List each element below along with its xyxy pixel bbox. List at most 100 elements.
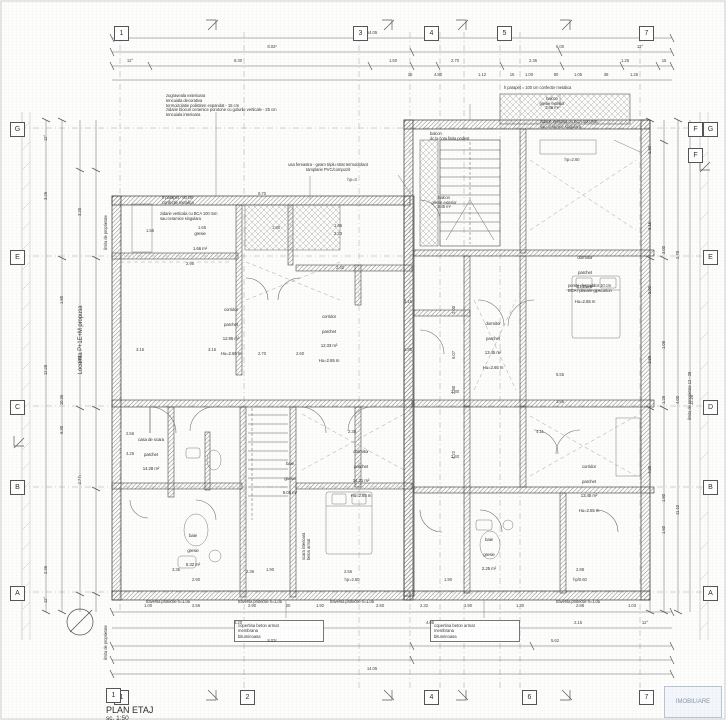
dimension-left-col2-2: 6.30	[59, 426, 64, 434]
room-height: Hu=2.65 m	[482, 365, 504, 371]
dimension-bottom-row1-2: 2.90	[248, 603, 256, 608]
dimension-top-row4-6: 1.05	[574, 72, 582, 77]
dimension-right-col2-0: 3.00	[661, 246, 666, 254]
interior-dimension-4: 2.23	[334, 231, 342, 236]
dimension-bottom-row3-0: 8.02²	[267, 638, 277, 643]
interior-dimension-16: 4.25	[126, 451, 134, 456]
grid-label-right-e: E	[703, 250, 718, 265]
room-label-corridor-mid: corridor parchet 12.33 m² Hu=2.65 m	[296, 305, 362, 374]
boundary-label-left: limita de proprietate	[103, 215, 108, 250]
grid-label-top-3: 3	[353, 26, 368, 41]
interior-dimension-21: 1.90	[266, 567, 274, 572]
dimension-top-row3-5: 1.25	[621, 58, 629, 63]
room-label-dormitor-b: dormitor parchet 14.21 m² Hu=2.65 m	[328, 440, 394, 509]
dimension-left-col3-2: 2.7 h	[77, 475, 82, 485]
room-finish: parchet	[578, 269, 592, 275]
interior-dimension-13: 2.38	[348, 429, 356, 434]
grid-label-bottom-4: 4	[424, 690, 439, 705]
dimension-bottom-row1-5: 2.50	[376, 603, 384, 608]
room-area: 2.25 m²	[481, 566, 497, 572]
boundary-label-left2: limita de proprietate	[103, 625, 108, 660]
note-wall-vertical-right: zidarie verticala cu BCA 100 mm sau cera…	[540, 119, 598, 129]
interior-dimension-18: 2.36	[246, 569, 254, 574]
grid-label-bottom-7: 7	[639, 690, 654, 705]
dimension-top-row4-4: 1.00	[525, 72, 533, 77]
dimension-bottom-row1-10: 1.03	[628, 603, 636, 608]
grid-label-top-4: 4	[424, 26, 439, 41]
dimension-top-row2-1: 5.00	[556, 44, 564, 49]
room-finish: parchet	[322, 328, 336, 334]
dimension-right-col3-0: 2.70	[675, 251, 680, 259]
interior-dimension-24: 1.90	[444, 577, 452, 582]
dimension-bottom-row1-9: 2.88	[576, 603, 584, 608]
watermark: IMOBILIARE	[664, 686, 722, 718]
grid-label-right-b: B	[703, 480, 718, 495]
room-area: 5.32 m²	[185, 562, 201, 568]
section-cut-arrows	[13, 19, 711, 701]
interior-dimension-8: 3.15	[136, 347, 144, 352]
grid-label-right-a: A	[703, 586, 718, 601]
dimension-left-col3-1: 3.80	[77, 356, 82, 364]
grid-label-right-f: F	[688, 122, 703, 137]
grid-label-top-7: 7	[639, 26, 654, 41]
drawing-number: 1	[106, 688, 121, 703]
interior-dimension-26: hp/0.60	[573, 577, 587, 582]
room-finish: gresie	[194, 230, 206, 236]
dimension-mid-col-1: 2.00	[451, 306, 456, 314]
dimension-top-row3-2: 1.50	[389, 58, 397, 63]
dimension-bottom-row2-0: 3.20	[234, 620, 242, 625]
dimension-bottom-row2-3: 12°	[641, 620, 649, 625]
dimension-top-row1-0: 14.05	[366, 30, 378, 35]
dimension-bottom-row1-0: 1.00	[144, 603, 152, 608]
room-height: Hu=2.65 m	[574, 299, 596, 305]
room-name: casa de scara	[137, 436, 165, 442]
dimension-right-col2-4: 1.60	[661, 526, 666, 534]
note-parapet-left: h parapet - 90 cm confectie metalica	[162, 195, 194, 205]
interior-dimension-7: 2.40	[336, 265, 344, 270]
interior-dimension-5: 9.70	[258, 191, 266, 196]
dimension-top-row4-5: 80	[553, 72, 559, 77]
note-beam-mid: traversa protectie h=1.05	[238, 599, 282, 604]
grid-label-top-1: 1	[114, 26, 129, 41]
room-height: Hu=2.65 m	[578, 508, 600, 514]
dimension-top-row4-2: 1.12	[478, 72, 486, 77]
drawing-scale: sc. 1:50	[106, 715, 129, 722]
grid-label-left-c: C	[10, 400, 25, 415]
grid-label-left-b: B	[10, 480, 25, 495]
note-parapet: h parapet = 100 cm confectie metalica	[504, 85, 572, 90]
dimension-top-row4-8: 1.25	[630, 72, 638, 77]
interior-dimension-15: 3.55	[556, 399, 564, 404]
room-finish: parchet	[486, 335, 500, 341]
note-canopy-right: copertina beton armat membrana bituminoa…	[430, 620, 520, 642]
dimension-top-row2-2: 12°	[636, 44, 644, 49]
dimension-top-row3-0: 12°	[126, 58, 134, 63]
note-balcony-podest: balcon gresie exterior 3.45 m²	[431, 195, 457, 210]
room-height: Hu=2.65 m	[350, 493, 372, 499]
room-finish: parchet	[354, 463, 368, 469]
room-label-baie-right: baie gresie 2.25 m²	[464, 528, 514, 582]
room-area: 13.45 m²	[580, 493, 598, 499]
room-area: 14.21 m²	[352, 478, 370, 484]
note-beam-right: traversa protectie h=1.05	[556, 599, 600, 604]
dimension-bottom-row1-8: 1.30	[516, 603, 524, 608]
room-finish: gresie	[284, 475, 296, 481]
grid-label-right-d: D	[703, 400, 718, 415]
dimension-right-col1-0: 1.30	[647, 146, 652, 154]
dimension-bottom-row1-7: 1.90	[464, 603, 472, 608]
interior-dimension-9: 3.15	[208, 347, 216, 352]
interior-dimension-2: 1.80	[272, 225, 280, 230]
room-finish: parchet	[224, 321, 238, 327]
interior-dimension-1: 1.65	[198, 225, 206, 230]
note-wall-buildup: zugraveala exterioara tencuiala decorati…	[166, 93, 277, 118]
interior-dimension-23: hp=2.60	[344, 577, 360, 582]
staircase-secondary	[248, 408, 288, 520]
room-name: dormitor	[577, 254, 593, 260]
room-area: 14.28 m²	[142, 466, 160, 472]
dimension-bottom-row4-0: 14.05	[366, 666, 378, 671]
room-area: 5.05 m²	[282, 490, 298, 496]
interior-dimension-17: 5.55	[556, 372, 564, 377]
interior-dimension-20: 3.35	[172, 567, 180, 572]
grid-label-left-e: E	[10, 250, 25, 265]
dimension-top-row4-3: 15	[509, 72, 515, 77]
